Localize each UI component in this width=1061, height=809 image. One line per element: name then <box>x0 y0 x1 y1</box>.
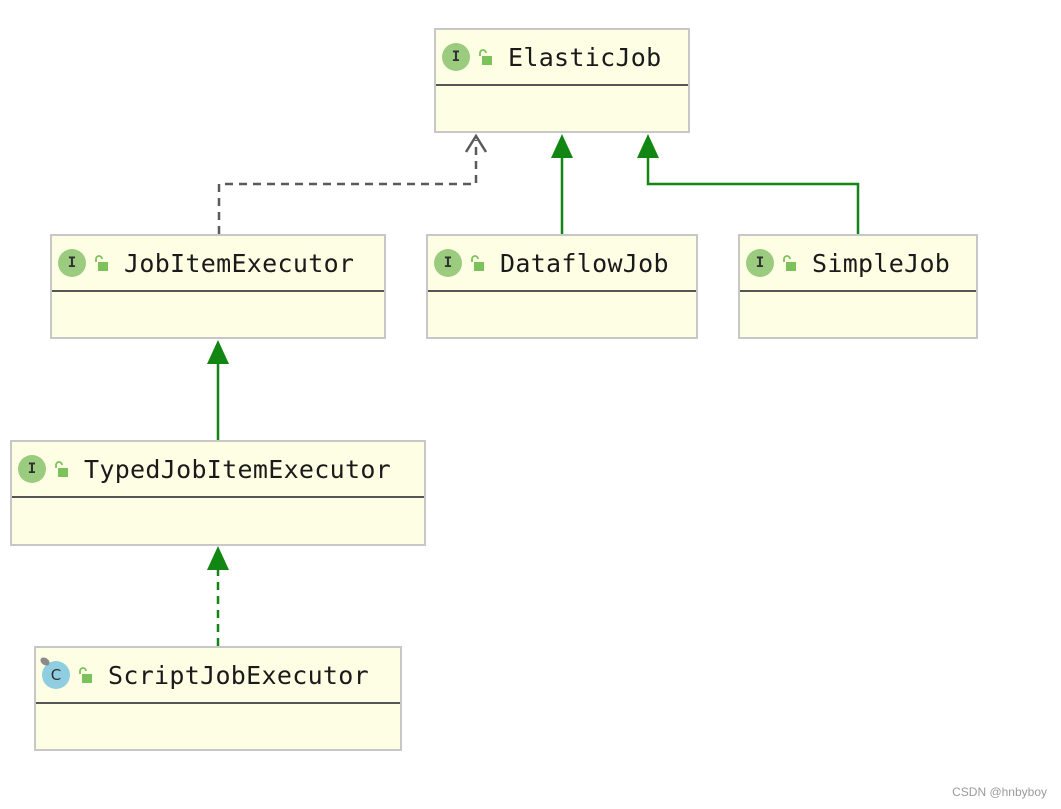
edge-dataflowjob-to-elasticjob <box>551 134 573 234</box>
edge-typedjobitemexecutor-to-jobitemexecutor <box>207 340 229 440</box>
interface-icon: I <box>746 249 774 277</box>
node-elasticjob[interactable]: I ElasticJob <box>434 28 690 133</box>
public-unlocked-icon <box>95 255 108 271</box>
filled-arrow-head <box>637 134 659 158</box>
node-name: JobItemExecutor <box>124 248 355 278</box>
class-icon: C <box>42 661 70 689</box>
interface-icon: I <box>58 249 86 277</box>
node-name: DataflowJob <box>500 248 669 278</box>
node-name: SimpleJob <box>812 248 951 278</box>
node-scriptjobexecutor[interactable]: C ScriptJobExecutor <box>34 646 402 751</box>
node-name: ElasticJob <box>508 42 662 72</box>
node-simplejob[interactable]: I SimpleJob <box>738 234 978 339</box>
node-header: I DataflowJob <box>428 236 696 292</box>
edge-scriptjobexecutor-to-typedjobitemexecutor <box>207 546 229 646</box>
node-typedjobitemexecutor[interactable]: I TypedJobItemExecutor <box>10 440 426 546</box>
interface-icon: I <box>18 455 46 483</box>
filled-arrow-head <box>207 546 229 570</box>
node-header: C ScriptJobExecutor <box>36 648 400 704</box>
interface-icon: I <box>434 249 462 277</box>
public-unlocked-icon <box>783 255 796 271</box>
node-header: I ElasticJob <box>436 30 688 86</box>
filled-arrow-head <box>551 134 573 158</box>
node-header: I TypedJobItemExecutor <box>12 442 424 498</box>
interface-icon: I <box>442 43 470 71</box>
edge-jobitemexecutor-to-elasticjob <box>217 133 488 234</box>
node-jobitemexecutor[interactable]: I JobItemExecutor <box>50 234 386 339</box>
node-dataflowjob[interactable]: I DataflowJob <box>426 234 698 339</box>
node-name: ScriptJobExecutor <box>108 660 369 690</box>
public-unlocked-icon <box>471 255 484 271</box>
node-header: I SimpleJob <box>740 236 976 292</box>
public-unlocked-icon <box>79 667 92 683</box>
public-unlocked-icon <box>479 49 492 65</box>
open-arrow-head <box>464 133 488 153</box>
filled-arrow-head <box>207 340 229 364</box>
watermark: CSDN @hnbyboy <box>952 785 1047 799</box>
node-name: TypedJobItemExecutor <box>84 454 392 484</box>
public-unlocked-icon <box>55 461 68 477</box>
edge-simplejob-to-elasticjob <box>637 134 860 234</box>
node-header: I JobItemExecutor <box>52 236 384 292</box>
